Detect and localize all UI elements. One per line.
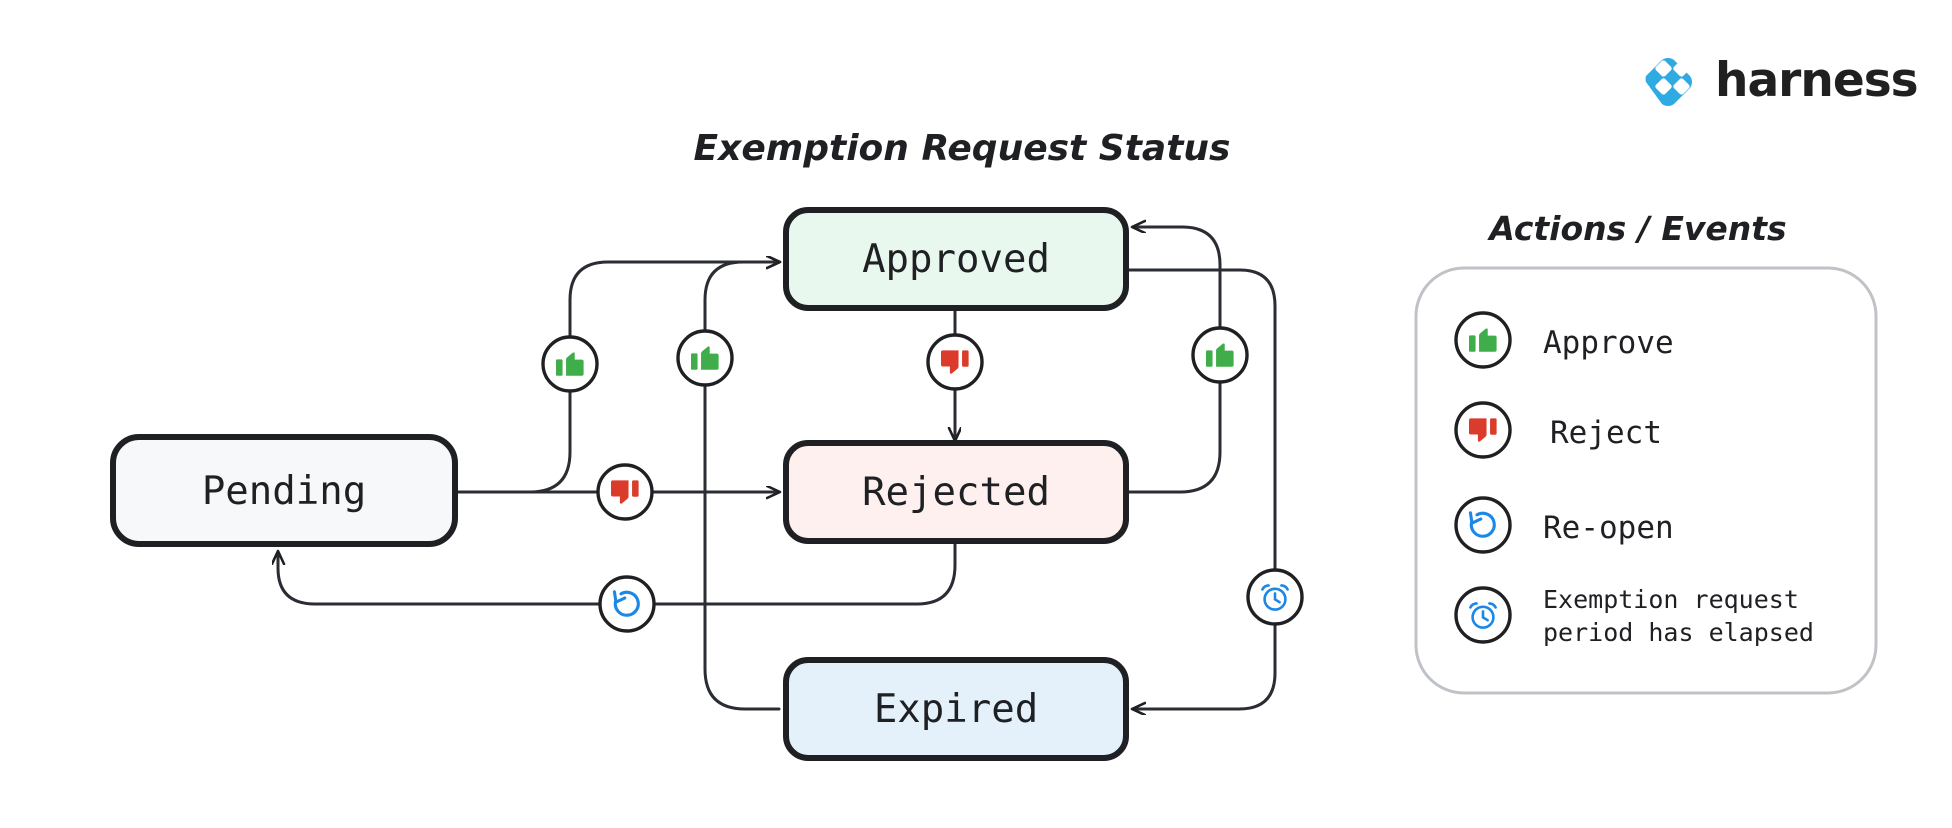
- legend-item-reopen[interactable]: Re-open: [1454, 496, 1674, 554]
- edge-badge-reject-approved[interactable]: [926, 333, 984, 391]
- thumbs-up-icon: [691, 346, 719, 370]
- legend-item-reject[interactable]: Reject: [1454, 401, 1662, 459]
- edge-approved-to-expired: [1125, 268, 1277, 709]
- thumbs-up-icon: [556, 352, 584, 376]
- edge-pending-to-approved: [453, 262, 779, 494]
- reopen-icon: [1468, 511, 1496, 538]
- legend-label-elapsed-line1: Exemption request: [1543, 585, 1799, 614]
- thumbs-down-icon: [1469, 418, 1497, 442]
- legend-label-approve: Approve: [1543, 325, 1674, 361]
- state-node-pending[interactable]: Pending: [110, 434, 458, 547]
- legend-label-reject: Reject: [1550, 415, 1662, 451]
- state-label-approved: Approved: [862, 237, 1050, 282]
- edge-badges: [541, 326, 1304, 633]
- edge-badge-reopen[interactable]: [598, 575, 656, 633]
- edge-badge-approve-pending[interactable]: [541, 335, 599, 393]
- alarm-clock-icon: [1469, 602, 1497, 629]
- legend-panel-group: Actions / Events Approve: [1414, 209, 1878, 695]
- edge-badge-approve-rejected[interactable]: [1191, 326, 1249, 384]
- legend-title: Actions / Events: [1486, 209, 1786, 248]
- edge-badge-elapsed[interactable]: [1246, 568, 1304, 626]
- state-node-approved[interactable]: Approved: [783, 207, 1129, 311]
- harness-diamond-logo: [1645, 58, 1692, 106]
- legend-item-approve[interactable]: Approve: [1454, 311, 1674, 369]
- edge-badge-reject-pending[interactable]: [596, 463, 654, 521]
- legend-label-reopen: Re-open: [1543, 510, 1674, 546]
- state-label-rejected: Rejected: [862, 470, 1050, 515]
- brand-logo: harness: [1645, 53, 1919, 108]
- diagram-title: Exemption Request Status: [694, 128, 1231, 169]
- reopen-icon: [612, 590, 640, 617]
- legend-label-elapsed-line2: period has elapsed: [1543, 618, 1814, 647]
- legend-item-elapsed[interactable]: Exemption request period has elapsed: [1454, 585, 1814, 647]
- brand-name: harness: [1715, 53, 1918, 108]
- thumbs-down-icon: [941, 350, 969, 374]
- state-node-expired[interactable]: Expired: [783, 657, 1129, 761]
- thumbs-up-icon: [1206, 343, 1234, 367]
- state-label-expired: Expired: [874, 687, 1038, 732]
- state-node-rejected[interactable]: Rejected: [783, 440, 1129, 544]
- thumbs-down-icon: [611, 480, 639, 504]
- state-label-pending: Pending: [202, 469, 366, 514]
- thumbs-up-icon: [1469, 328, 1497, 352]
- edge-expired-to-approved: [703, 262, 779, 711]
- edge-badge-approve-expired[interactable]: [676, 329, 734, 387]
- state-nodes: Pending Approved Rejected Expired: [110, 207, 1129, 761]
- legend-panel: [1414, 266, 1878, 695]
- alarm-clock-icon: [1261, 584, 1289, 611]
